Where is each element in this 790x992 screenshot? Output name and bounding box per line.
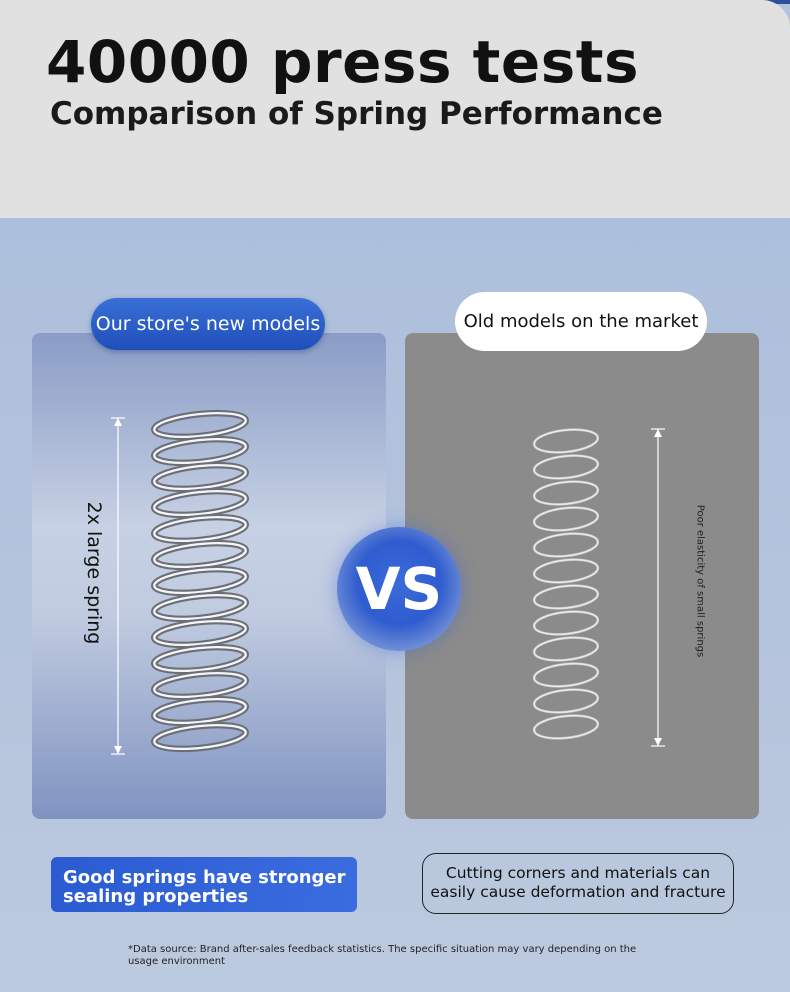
good-springs-caption: Good springs have stronger sealing prope…: [51, 857, 357, 912]
old-model-tag: Old models on the market: [455, 292, 707, 351]
page-title: 40000 press tests: [46, 28, 640, 96]
data-source-footnote: *Data source: Brand after-sales feedback…: [128, 944, 637, 967]
new-model-tag: Our store's new models: [91, 298, 325, 350]
vs-badge: VS: [337, 527, 461, 651]
cutting-corners-caption: Cutting corners and materials can easily…: [422, 853, 734, 914]
right-vertical-label-text: Poor elasticity of small springs: [694, 504, 706, 658]
left-vertical-label-text: 2x large spring: [83, 501, 105, 645]
header-panel: 40000 press tests Comparison of Spring P…: [0, 0, 790, 218]
page-subtitle: Comparison of Spring Performance: [50, 96, 663, 132]
